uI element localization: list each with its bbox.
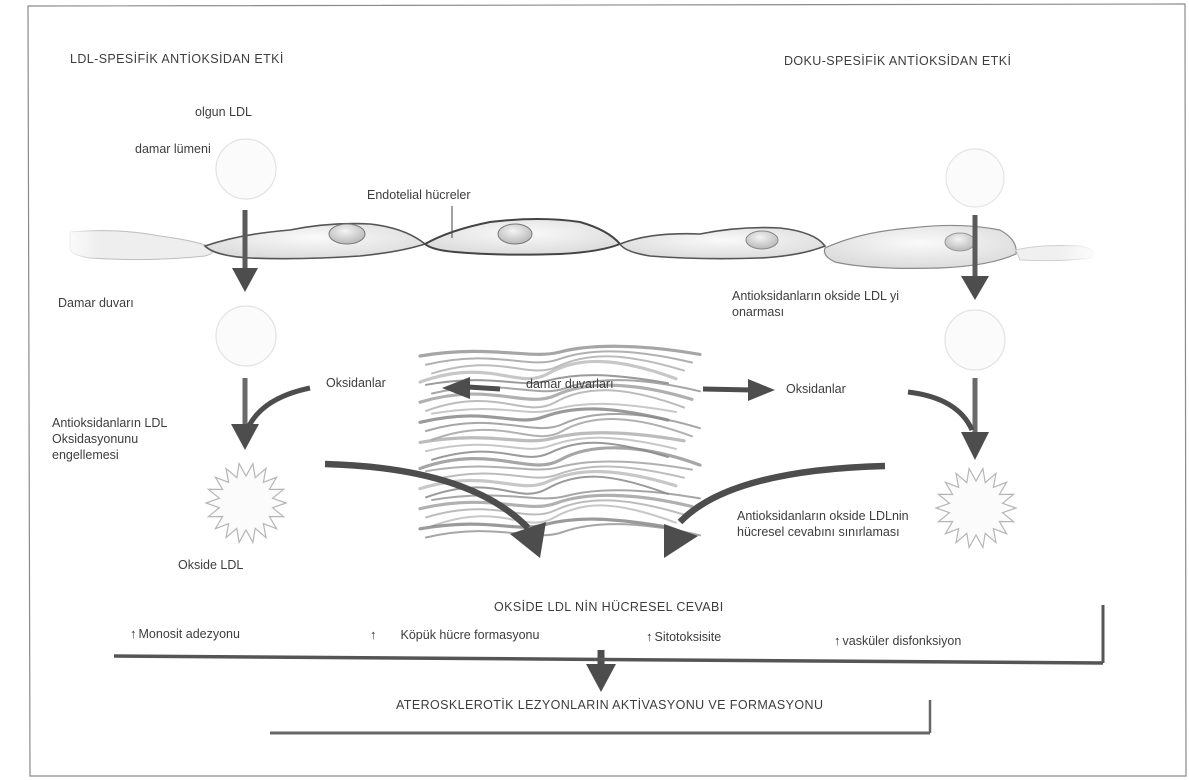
mature-ldl-particle xyxy=(946,149,1004,207)
up-arrow-icon: ↑ xyxy=(646,629,653,644)
oxidants-left-label: Oksidanlar xyxy=(326,375,386,391)
down-arrow xyxy=(961,432,989,460)
oxidized-ldl-label: Okside LDL xyxy=(178,557,243,573)
repair-label-line2: onarması xyxy=(732,304,784,320)
inhibit-label-line1: Antioksidanların LDL xyxy=(52,415,167,431)
ldl-particles xyxy=(206,139,1016,547)
oxidized-ldl-particle xyxy=(206,464,286,543)
repaired-ldl-particle xyxy=(945,310,1005,370)
vessel-lumen-label: damar lümeni xyxy=(135,141,211,157)
vessel-wall-label: Damar duvarı xyxy=(58,295,134,311)
cellular-response-title: OKSİDE LDL NİN HÜCRESEL CEVABI xyxy=(494,599,724,615)
response-item-text: Monosit adezyonu xyxy=(139,627,240,641)
wall-ldl-particle xyxy=(216,306,276,366)
inhibit-label-line2: Oksidasyonunu xyxy=(52,431,138,447)
cell-nucleus xyxy=(329,224,365,244)
vessel-walls-label: damar duvarları xyxy=(526,376,614,392)
up-arrow-icon: ↑ xyxy=(370,627,377,642)
inhibit-label-line3: engellemesi xyxy=(52,447,119,463)
response-item: ↑Monosit adezyonu xyxy=(130,626,240,642)
down-arrow xyxy=(961,276,989,300)
atherosclerotic-result-label: ATEROSKLEROTİK LEZYONLARIN AKTİVASYONU V… xyxy=(396,697,823,713)
endothelial-cell xyxy=(205,224,425,259)
down-arrow xyxy=(586,664,616,692)
repair-label-line1: Antioksidanların okside LDL yi xyxy=(732,288,899,304)
diagram-arrows xyxy=(231,210,989,692)
endothelial-cell-layer xyxy=(60,206,1100,270)
response-item: ↑vasküler disfonksiyon xyxy=(834,633,961,649)
endothelial-cell xyxy=(620,228,825,259)
up-arrow-icon: ↑ xyxy=(130,626,137,641)
response-item: ↑Sitotoksisite xyxy=(646,629,721,645)
tissue-specific-heading: DOKU-SPESİFİK ANTİOKSİDAN ETKİ xyxy=(784,53,1011,69)
vessel-wall-tissue xyxy=(420,346,700,537)
response-item-text: Sitotoksisite xyxy=(655,630,722,644)
up-arrow-icon: ↑ xyxy=(834,633,841,648)
mature-ldl-label: olgun LDL xyxy=(195,104,252,120)
mature-ldl-particle xyxy=(216,139,276,199)
cell-nucleus xyxy=(746,231,778,249)
right-arrow xyxy=(748,379,775,401)
response-item: ↑ Köpük hücre formasyonu xyxy=(370,627,539,643)
limit-label-line1: Antioksidanların okside LDLnin xyxy=(737,508,909,524)
oxidants-right-label: Oksidanlar xyxy=(786,381,846,397)
ldl-specific-heading: LDL-SPESİFİK ANTİOKSİDAN ETKİ xyxy=(70,51,284,67)
limit-label-line2: hücresel cevabını sınırlaması xyxy=(737,524,900,540)
down-arrow xyxy=(232,268,258,292)
endothelial-cells-label: Endotelial hücreler xyxy=(367,187,471,203)
endothelial-cell xyxy=(824,225,1016,268)
curved-arrow-head xyxy=(664,524,698,558)
cell-nucleus xyxy=(945,233,975,251)
down-arrow xyxy=(231,424,259,450)
response-item-text: vasküler disfonksiyon xyxy=(843,634,962,648)
response-item-text: Köpük hücre formasyonu xyxy=(401,628,540,642)
oxidized-ldl-particle xyxy=(936,469,1016,548)
cell-nucleus xyxy=(498,224,532,244)
